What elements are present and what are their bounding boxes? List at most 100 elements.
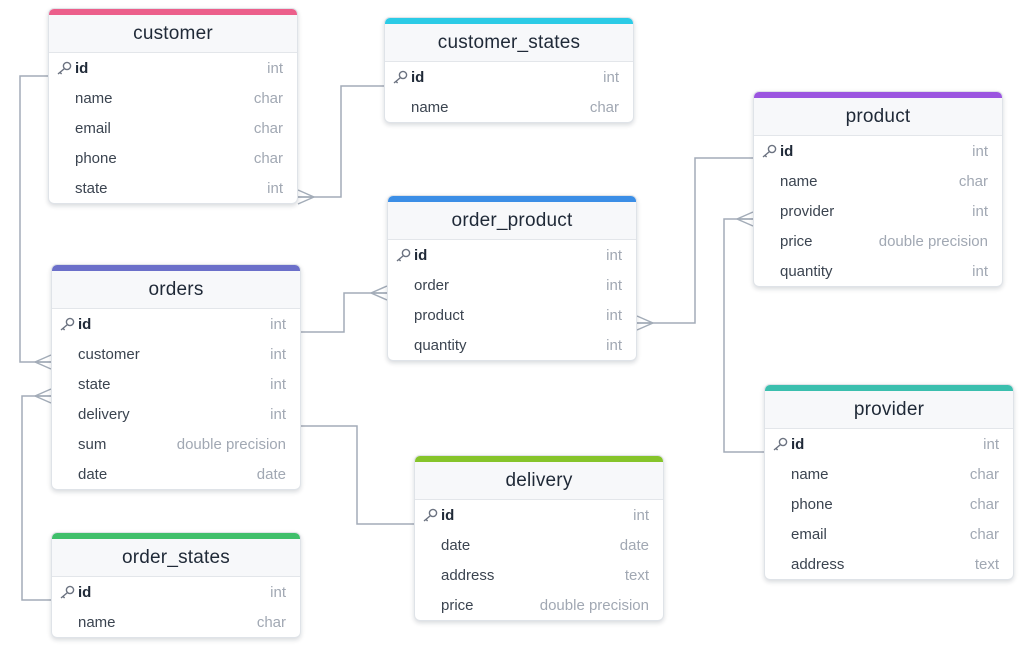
field-type: int <box>270 405 286 423</box>
field-row: delivery int <box>52 399 300 429</box>
field-type: double precision <box>176 435 286 453</box>
field-type: int <box>267 179 283 197</box>
field-row: address text <box>415 560 663 590</box>
field-row: name char <box>765 459 1013 489</box>
field-name: delivery <box>78 405 130 423</box>
field-name: name <box>78 613 116 631</box>
field-row: phone char <box>765 489 1013 519</box>
field-name: sum <box>78 435 107 453</box>
field-row: name char <box>385 92 633 122</box>
field-row: id int <box>754 136 1002 166</box>
field-type: char <box>589 98 619 116</box>
field-type: int <box>633 506 649 524</box>
field-name: order <box>414 276 450 294</box>
crows-foot-marker <box>34 354 52 370</box>
field-name: email <box>791 525 827 543</box>
crows-foot-marker <box>370 285 388 301</box>
field-type: char <box>253 119 283 137</box>
field-row: id int <box>385 62 633 92</box>
crows-foot-marker <box>636 315 654 331</box>
field-type: int <box>270 375 286 393</box>
key-icon <box>60 585 75 599</box>
field-name: name <box>780 172 818 190</box>
field-row: email char <box>49 113 297 143</box>
field-type: char <box>969 465 999 483</box>
field-row: quantity int <box>388 330 636 360</box>
field-row: id int <box>52 309 300 339</box>
field-row: provider int <box>754 196 1002 226</box>
table-provider[interactable]: provider id int name char phone char ema… <box>764 384 1014 580</box>
field-type: int <box>603 68 619 86</box>
field-type: char <box>256 613 286 631</box>
key-icon <box>393 70 408 84</box>
rel-order-product-product-to-product-id <box>637 157 753 324</box>
rel-customer-state-to-customer-states-id <box>298 85 384 198</box>
table-orders[interactable]: orders id int customer int state int del… <box>51 264 301 490</box>
table-customer[interactable]: customer id int name char email char pho… <box>48 8 298 204</box>
field-type: int <box>972 142 988 160</box>
crows-foot-marker <box>34 388 52 404</box>
field-type: char <box>253 89 283 107</box>
field-row: id int <box>49 53 297 83</box>
field-name: name <box>791 465 829 483</box>
table-title: customer_states <box>385 18 633 62</box>
field-type: int <box>267 59 283 77</box>
field-row: price double precision <box>754 226 1002 256</box>
crows-foot-marker <box>297 189 315 205</box>
rel-orders-delivery-to-delivery-id <box>301 425 414 525</box>
field-type: int <box>606 336 622 354</box>
field-name: id <box>78 583 92 601</box>
field-name: phone <box>791 495 833 513</box>
crows-foot-marker <box>736 211 754 227</box>
field-name: id <box>791 435 805 453</box>
table-order-product[interactable]: order_product id int order int product i… <box>387 195 637 361</box>
field-name: provider <box>780 202 835 220</box>
field-name: id <box>75 59 89 77</box>
field-name: date <box>78 465 108 483</box>
field-row: email char <box>765 519 1013 549</box>
field-row: date date <box>52 459 300 489</box>
field-type: char <box>969 495 999 513</box>
field-name: id <box>411 68 425 86</box>
key-icon <box>762 144 777 158</box>
field-type: int <box>270 345 286 363</box>
table-title: orders <box>52 265 300 309</box>
field-row: id int <box>388 240 636 270</box>
field-type: char <box>969 525 999 543</box>
table-order-states[interactable]: order_states id int name char <box>51 532 301 638</box>
field-row: state int <box>52 369 300 399</box>
rel-orders-customer-to-customer-id <box>19 75 51 363</box>
field-type: int <box>606 306 622 324</box>
field-type: double precision <box>878 232 988 250</box>
rel-order-product-order-to-orders-id <box>301 292 387 333</box>
table-product[interactable]: product id int name char provider int pr… <box>753 91 1003 287</box>
field-row: phone char <box>49 143 297 173</box>
field-name: address <box>791 555 845 573</box>
field-type: int <box>972 262 988 280</box>
field-type: int <box>972 202 988 220</box>
key-icon <box>773 437 788 451</box>
field-name: id <box>78 315 92 333</box>
field-name: state <box>75 179 108 197</box>
field-type: int <box>606 276 622 294</box>
field-name: price <box>780 232 813 250</box>
field-name: date <box>441 536 471 554</box>
field-row: name char <box>754 166 1002 196</box>
field-name: price <box>441 596 474 614</box>
table-customer-states[interactable]: customer_states id int name char <box>384 17 634 123</box>
field-row: date date <box>415 530 663 560</box>
key-icon <box>57 61 72 75</box>
field-name: email <box>75 119 111 137</box>
field-name: name <box>411 98 449 116</box>
field-row: state int <box>49 173 297 203</box>
field-type: text <box>974 555 999 573</box>
table-title: order_product <box>388 196 636 240</box>
field-name: quantity <box>780 262 833 280</box>
field-row: product int <box>388 300 636 330</box>
field-row: quantity int <box>754 256 1002 286</box>
field-row: name char <box>52 607 300 637</box>
table-delivery[interactable]: delivery id int date date address text p… <box>414 455 664 621</box>
field-row: order int <box>388 270 636 300</box>
table-title: provider <box>765 385 1013 429</box>
table-title: customer <box>49 9 297 53</box>
